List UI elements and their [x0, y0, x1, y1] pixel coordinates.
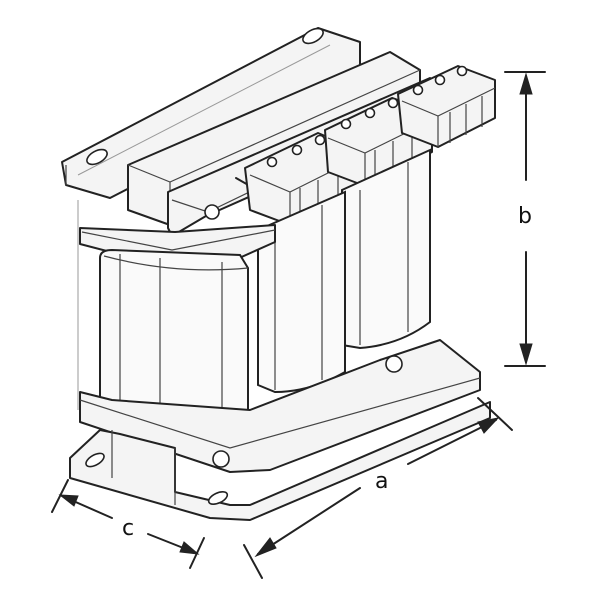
terminal-screw — [291, 144, 303, 156]
terminal-screw — [314, 134, 326, 146]
mounting-slot-front-left — [85, 452, 105, 468]
mounting-slot-back-right — [302, 27, 324, 45]
clamp-rivet-left — [204, 204, 220, 220]
arrow-head-b-bottom — [519, 343, 533, 366]
back-mounting-bracket — [61, 27, 361, 199]
terminal-screw — [364, 107, 376, 119]
dimension-b: b — [504, 71, 546, 367]
arrow-head-a-right — [477, 417, 500, 434]
terminal-screw — [266, 156, 278, 168]
terminal-screw — [340, 118, 352, 130]
terminal-screw — [412, 84, 424, 96]
base-foot — [69, 401, 491, 521]
arrow-head-b-top — [519, 72, 533, 95]
terminal-screw — [434, 74, 446, 86]
terminal-screw — [456, 65, 468, 77]
terminal-screw — [387, 97, 399, 109]
dimension-a: a — [243, 397, 513, 579]
arrow-head-a-left — [254, 537, 277, 558]
dimension-c: c — [51, 479, 205, 569]
terminal-block-3 — [397, 65, 496, 148]
mounting-slot-front-right — [207, 491, 229, 505]
base-bolt-front — [212, 450, 230, 468]
dimension-label-a: a — [375, 469, 388, 494]
coil-middle — [257, 190, 346, 394]
dimension-label-b: b — [518, 204, 532, 229]
mounting-slot-back-left — [86, 148, 108, 166]
bottom-clamp — [79, 339, 481, 473]
base-bolt-right — [385, 355, 403, 373]
arrow-head-c-right — [179, 541, 200, 555]
arrow-head-c-left — [58, 494, 79, 507]
coil-right — [341, 148, 431, 350]
dimension-label-c: c — [122, 516, 134, 541]
